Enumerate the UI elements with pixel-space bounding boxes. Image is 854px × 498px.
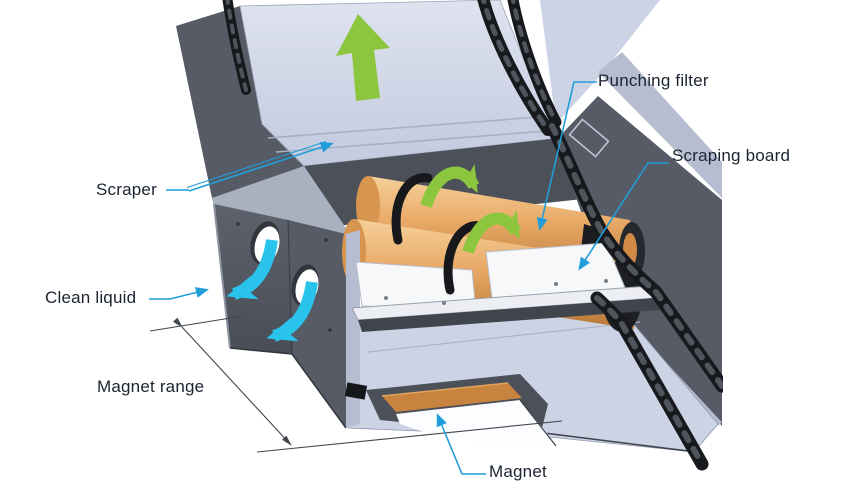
box-side-strip [346,230,360,428]
rotation-arrows [420,164,522,255]
magnet [366,374,557,447]
leader-magnet [436,413,486,475]
conveyor-chain [222,0,723,471]
flow-direction-arrow [336,14,390,101]
wall-bracket [568,118,610,158]
label-scraping-board: Scraping board [672,146,791,165]
rotation-arrow-front [462,210,522,255]
label-clean-liquid: Clean liquid [45,288,137,307]
front-box [212,166,347,429]
label-scraper: Scraper [96,180,157,199]
label-magnet: Magnet [489,462,547,481]
label-punching-filter: Punching filter [598,71,709,90]
leader-punching-filter [536,81,597,231]
rotation-arrow-back [420,164,480,209]
label-magnet-range: Magnet range [97,377,205,396]
magnet-strip [382,383,522,412]
leader-lines [149,81,669,475]
liquid-arrow-1 [226,239,278,300]
leader-scraper [188,141,334,192]
leader-scraping-board [578,162,669,271]
magnet-range-dimension [149,315,563,453]
deck-clamp [344,382,368,400]
leader-clean-liquid [149,287,209,300]
roller-bands [391,173,485,295]
